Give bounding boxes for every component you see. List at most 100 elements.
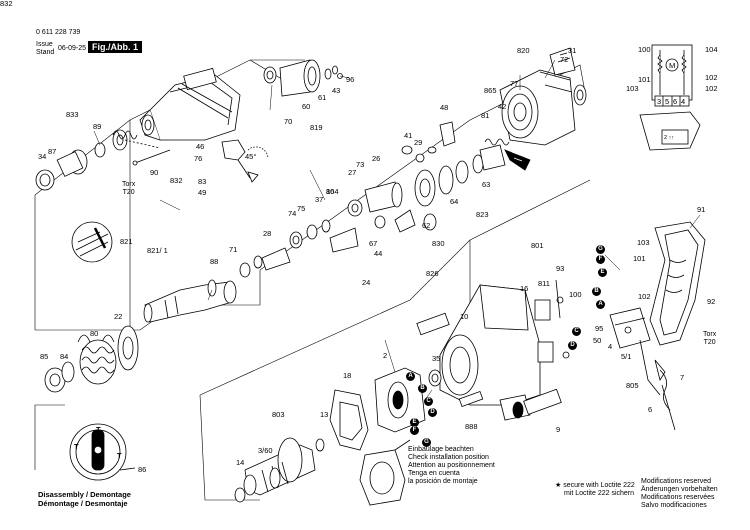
circle-letter-badge: E: [598, 268, 607, 277]
wire-label: 102: [705, 84, 718, 93]
part-label: 91: [697, 205, 706, 214]
part-label: 61: [318, 93, 327, 102]
part-label: 77: [510, 79, 519, 88]
part-label: 4: [608, 342, 613, 351]
part-label: 9: [556, 425, 561, 434]
stator-2: [374, 367, 442, 433]
part-label: 102: [638, 292, 651, 301]
frame-18: [329, 389, 369, 451]
dial-label: T: [117, 451, 122, 460]
chuck-parts: [35, 129, 161, 191]
install-position-figure: [359, 439, 411, 506]
part-label: 819: [310, 123, 323, 132]
part-label: 88: [210, 257, 219, 266]
part-label: 823: [476, 210, 489, 219]
part-label: 44: [374, 249, 383, 258]
part-label: 49: [198, 188, 207, 197]
part-label: 95: [595, 324, 604, 333]
motor-housing-top: [499, 47, 587, 146]
fan-14: [269, 467, 281, 489]
detail-821: [71, 221, 113, 263]
part-label: 832: [0, 0, 13, 8]
gear-22: [117, 325, 139, 371]
part-label: 28: [263, 229, 272, 238]
part-label: 26: [372, 154, 381, 163]
circle-letter-badge: F: [410, 426, 419, 435]
part-label: 71: [229, 245, 238, 254]
part-label: 90: [150, 168, 159, 177]
part-label: 16: [520, 284, 529, 293]
part-label: 60: [302, 102, 311, 111]
wire-label: 100: [638, 45, 651, 54]
part-label: 81: [481, 111, 490, 120]
part-label: 86: [326, 187, 335, 196]
part-label: 62: [422, 221, 431, 230]
part-label: 86: [138, 465, 147, 474]
part-label: 89: [93, 122, 102, 131]
part-label: 85: [40, 352, 49, 361]
part-label: 72: [560, 55, 569, 64]
part-label: 801: [531, 241, 544, 250]
part-label: 31: [568, 46, 577, 55]
wire-label: 3: [657, 97, 662, 106]
dial-label: T: [96, 425, 101, 434]
torx-label-right: Torx T20: [703, 331, 717, 346]
wiring-box-text: 2 ↑↑: [664, 135, 675, 141]
part-label: 63: [482, 180, 491, 189]
part-label: 803: [272, 410, 285, 419]
part-label: 87: [48, 147, 57, 156]
part-label: 821: [120, 237, 133, 246]
part-label: 35: [432, 354, 441, 363]
switch-assembly: [609, 307, 676, 431]
part-label: 24: [362, 278, 371, 287]
part-label: 811: [538, 279, 550, 288]
brush-holders: [534, 279, 570, 363]
part-label: 10: [460, 312, 469, 321]
circle-letter-badge: E: [410, 418, 419, 427]
part-label: 45°: [245, 152, 257, 161]
figure-label: Fig./Abb. 1: [88, 41, 142, 53]
clutch-rings: [263, 59, 343, 97]
part-label: 67: [369, 239, 378, 248]
part-label: 821/ 1: [147, 246, 168, 255]
wire-label: 101: [638, 75, 651, 84]
motor-housing-main: [416, 284, 562, 421]
part-label: 888: [465, 422, 478, 431]
part-label: 80: [90, 329, 99, 338]
part-label: 865: [484, 86, 497, 95]
armature-803: [234, 437, 325, 503]
small-parts-41-29: [401, 121, 456, 163]
part-label: 46: [196, 142, 205, 151]
spring-865: [484, 138, 510, 146]
screw-90: [132, 149, 171, 166]
part-label: 826: [426, 269, 439, 278]
circle-letter-badge: A: [406, 372, 415, 381]
part-label: 833: [66, 110, 79, 119]
modifications-note: Modifications reserved Änderungen vorbeh…: [641, 478, 718, 509]
wire-label: 4: [681, 97, 686, 106]
part-label: 832: [170, 176, 183, 185]
torx-label-left: Torx T20: [122, 181, 136, 196]
part-label: 42: [498, 102, 507, 111]
part-label: 27: [348, 168, 357, 177]
part-label: 13: [320, 410, 329, 419]
selector-lever: [221, 139, 269, 183]
circle-letter-badge: F: [596, 255, 605, 264]
spring-top: [112, 130, 138, 140]
dial-label: T: [74, 442, 79, 451]
part-label: 41: [404, 131, 413, 140]
wire-label: 102: [705, 73, 718, 82]
washers-85-84: [44, 361, 75, 393]
part-label: 104: [326, 187, 339, 196]
part-label: 29: [414, 138, 423, 147]
part-label: 84: [60, 352, 69, 361]
part-label: 83: [198, 177, 207, 186]
part-label: 64: [450, 197, 459, 206]
disassembly-note: Disassembly / Demontage Démontage / Desm…: [38, 490, 131, 508]
part-label: 3/60: [258, 446, 273, 455]
part-label: 820: [517, 46, 530, 55]
part-label: 34: [38, 152, 47, 161]
part-label: 74: [288, 209, 297, 218]
part-label: 48: [440, 103, 449, 112]
